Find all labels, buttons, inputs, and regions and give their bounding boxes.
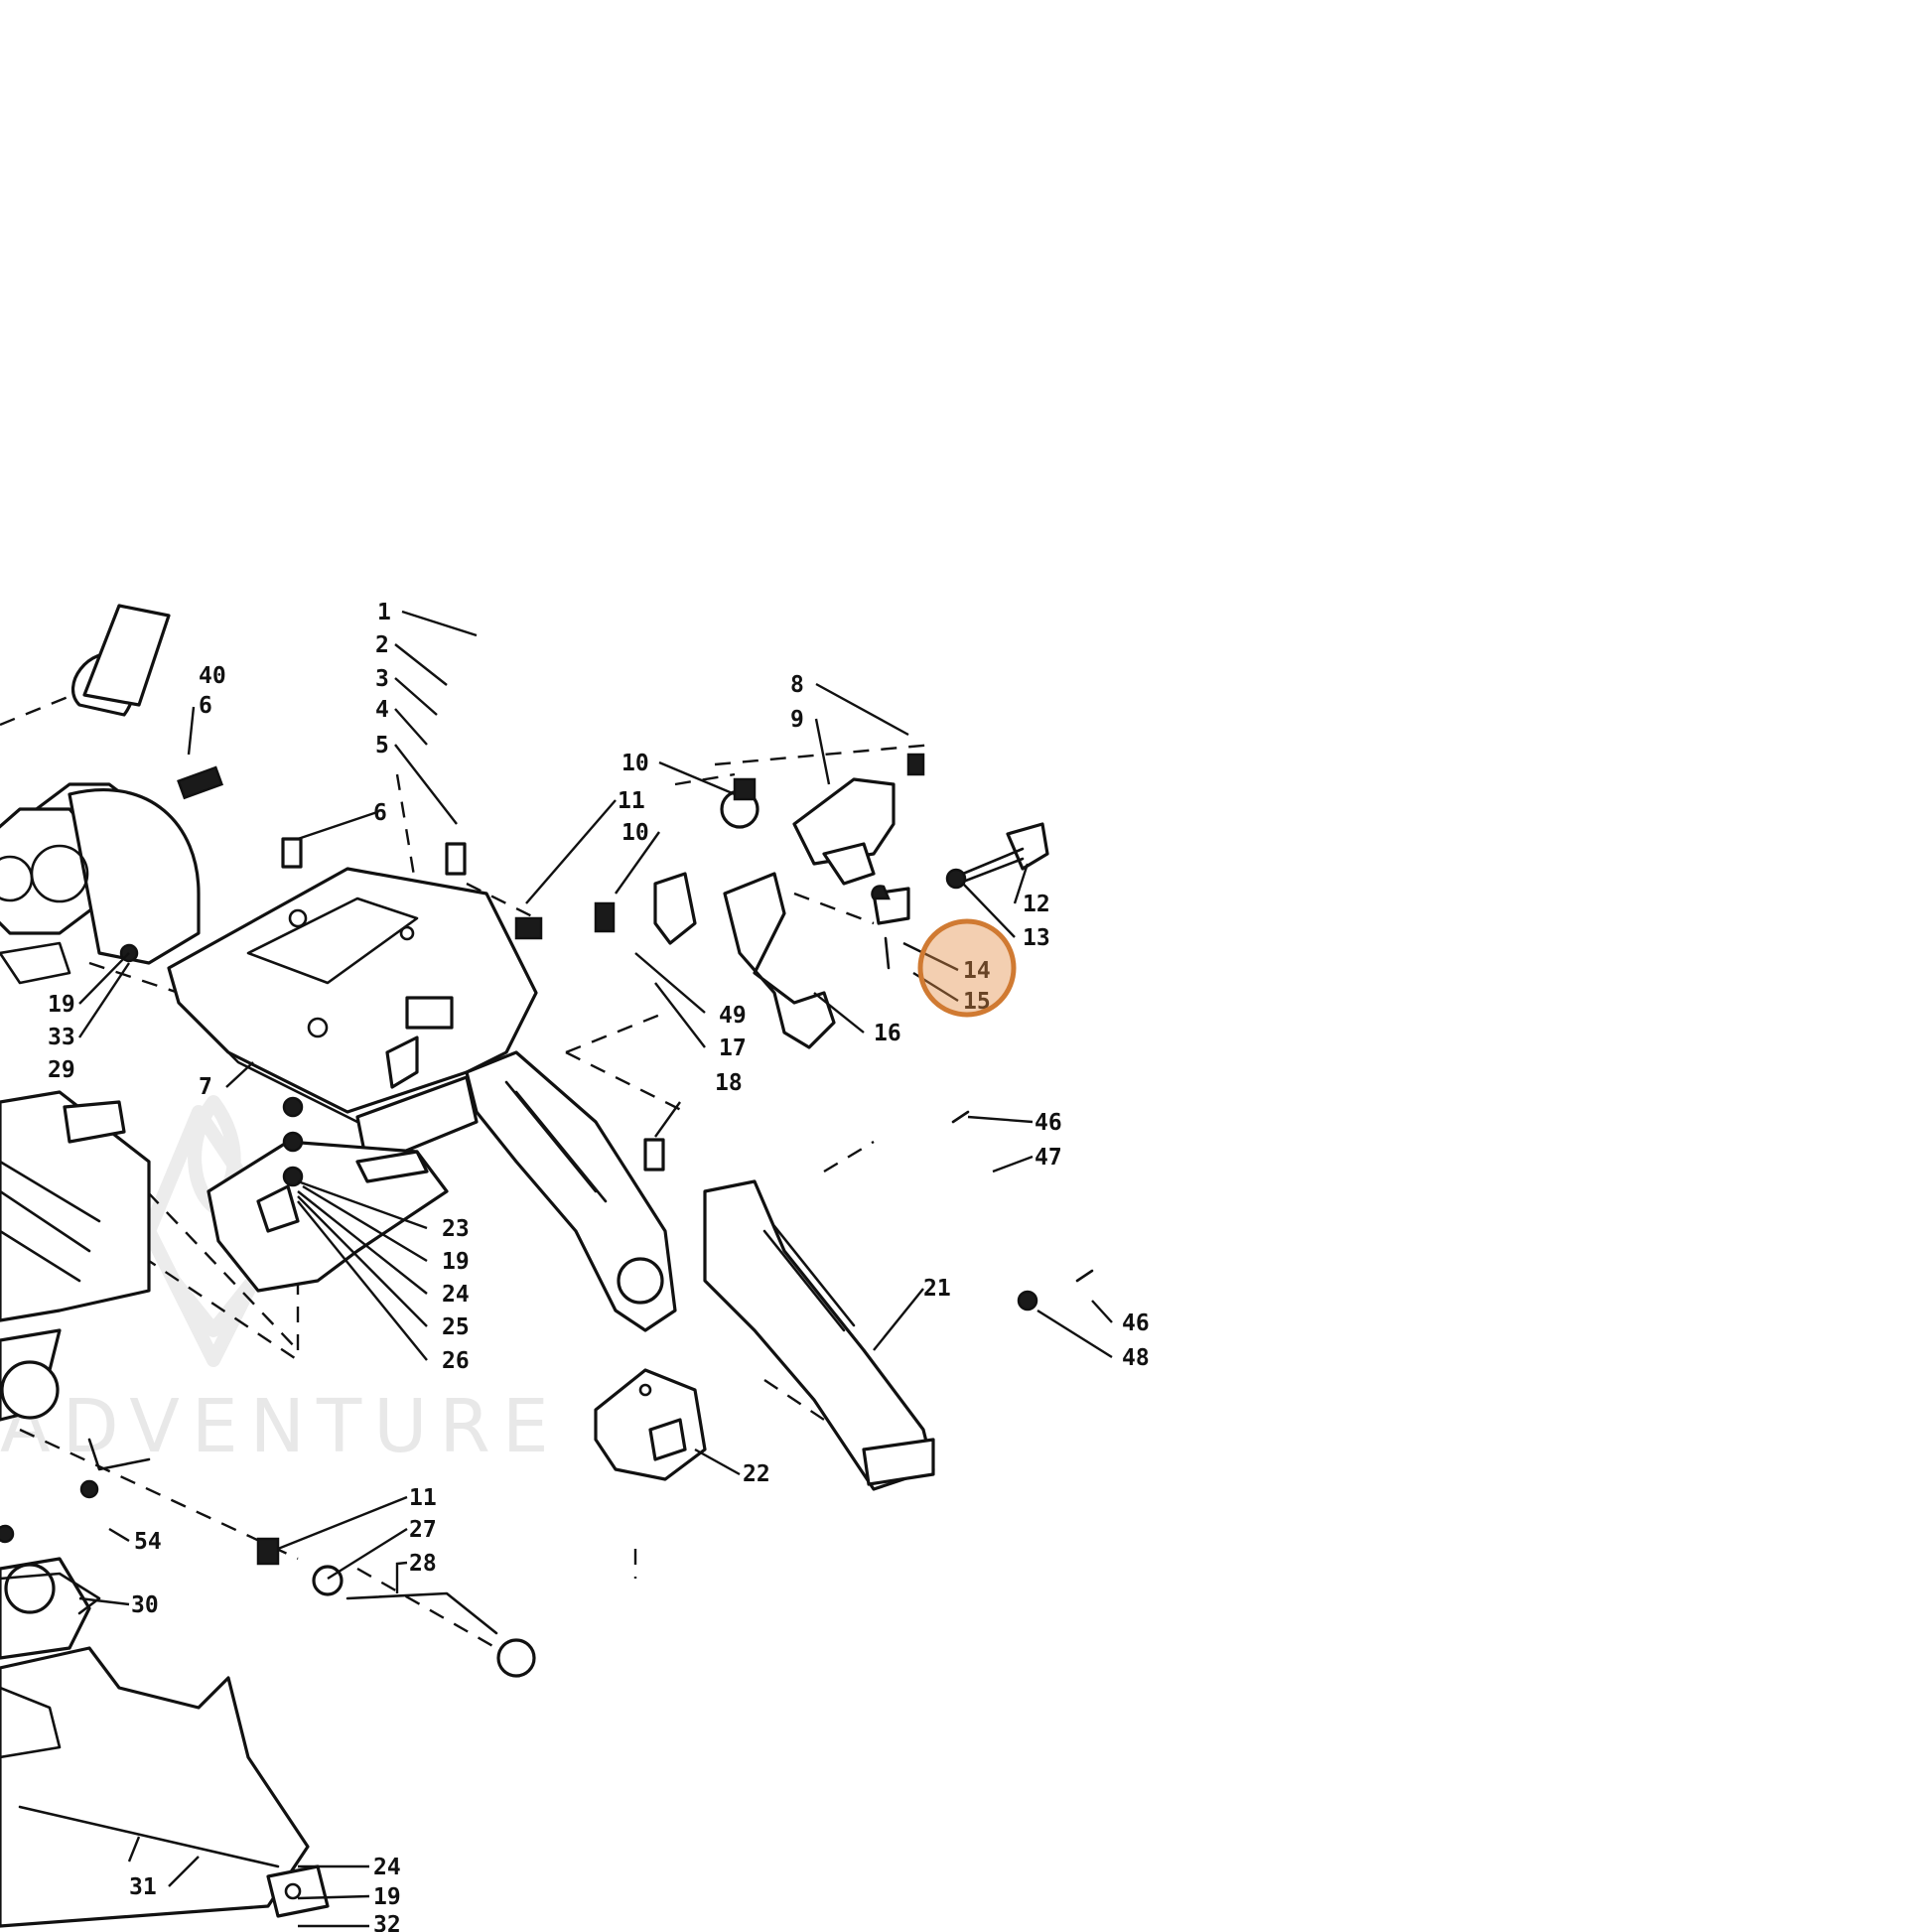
- callout-19-left: 19: [48, 992, 75, 1018]
- rubber-mount: [594, 1368, 707, 1481]
- callout-28: 28: [409, 1551, 437, 1577]
- callout-10-upper: 10: [621, 751, 649, 776]
- callout-16: 16: [874, 1021, 901, 1046]
- left-housing: [0, 1090, 151, 1471]
- choke-shaft: [0, 1563, 536, 1678]
- callout-27: 27: [409, 1517, 437, 1543]
- callout-48: 48: [1122, 1345, 1150, 1371]
- callout-22: 22: [743, 1461, 770, 1487]
- callout-32: 32: [373, 1912, 401, 1932]
- callout-2: 2: [375, 632, 389, 658]
- watermark: ADVENTURE: [0, 1095, 561, 1469]
- callout-1: 1: [377, 600, 391, 625]
- callout-11-upper: 11: [618, 788, 645, 814]
- callout-3: 3: [375, 666, 389, 692]
- watermark-text: ADVENTURE: [0, 1384, 561, 1469]
- callout-46-upper: 46: [1035, 1110, 1062, 1136]
- highlight-ring: [917, 918, 1017, 1018]
- callout-23: 23: [442, 1216, 470, 1242]
- callout-24-center: 24: [442, 1282, 470, 1308]
- main-handle-body: [167, 867, 677, 1332]
- callout-12: 12: [1023, 892, 1050, 917]
- assembly-dash-lines: [0, 678, 934, 1650]
- callout-8: 8: [790, 672, 804, 698]
- callout-6-upper: 6: [199, 693, 212, 719]
- callout-30: 30: [131, 1592, 159, 1618]
- callout-11-lower: 11: [409, 1485, 437, 1511]
- callout-33: 33: [48, 1025, 75, 1050]
- callout-4: 4: [375, 697, 389, 723]
- callout-54: 54: [134, 1529, 162, 1555]
- left-gear-assembly: [0, 604, 201, 985]
- callout-47: 47: [1035, 1145, 1062, 1171]
- callout-31: 31: [129, 1874, 157, 1900]
- callout-6-center: 6: [373, 800, 387, 826]
- callout-19-bottom: 19: [373, 1884, 401, 1910]
- leader-lines: [78, 610, 1113, 1928]
- callout-14: 14: [963, 958, 991, 984]
- fasteners: [0, 753, 1094, 1596]
- callout-19-center: 19: [442, 1249, 470, 1275]
- callout-7: 7: [199, 1074, 212, 1100]
- callout-5: 5: [375, 733, 389, 759]
- callout-25: 25: [442, 1314, 470, 1340]
- callout-40: 40: [199, 663, 226, 689]
- throttle-trigger: [653, 872, 910, 1049]
- callout-49: 49: [719, 1003, 747, 1029]
- callout-46-lower: 46: [1122, 1311, 1150, 1336]
- callout-9: 9: [790, 707, 804, 733]
- callout-24-bottom: 24: [373, 1855, 401, 1880]
- choke-assembly: [720, 777, 1049, 890]
- callout-26: 26: [442, 1348, 470, 1374]
- callout-21: 21: [923, 1276, 951, 1302]
- callout-labels: 1 2 3 4 5 6 6 7 8 9 10 10 11 11 12 13 14…: [48, 600, 1150, 1932]
- callout-29: 29: [48, 1057, 75, 1083]
- callout-10-lower: 10: [621, 820, 649, 846]
- trigger-guard: [703, 1179, 935, 1491]
- callout-13: 13: [1023, 925, 1050, 951]
- callout-17: 17: [719, 1035, 747, 1061]
- callout-18: 18: [715, 1070, 743, 1096]
- lower-left-bracket: [0, 1557, 330, 1928]
